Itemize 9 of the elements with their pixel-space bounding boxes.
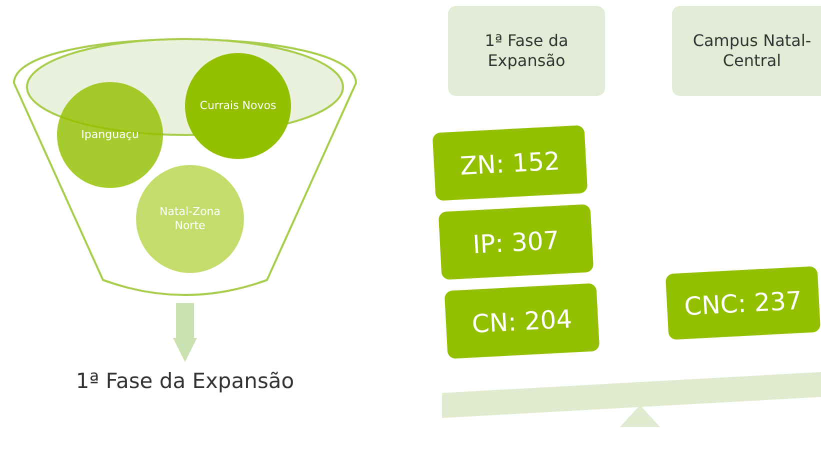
circle-label: Natal-Zona Norte	[136, 165, 244, 273]
header-box: 1ª Fase da Expansão	[448, 6, 605, 96]
header-box: Campus Natal-Central	[672, 6, 821, 96]
value-box: CN: 204	[444, 283, 600, 359]
arrow	[173, 303, 197, 362]
value-box: ZN: 152	[432, 125, 588, 201]
value-box: CNC: 237	[665, 266, 821, 340]
caption-text: 1ª Fase da Expansão	[60, 362, 310, 400]
value-box: IP: 307	[438, 204, 594, 280]
